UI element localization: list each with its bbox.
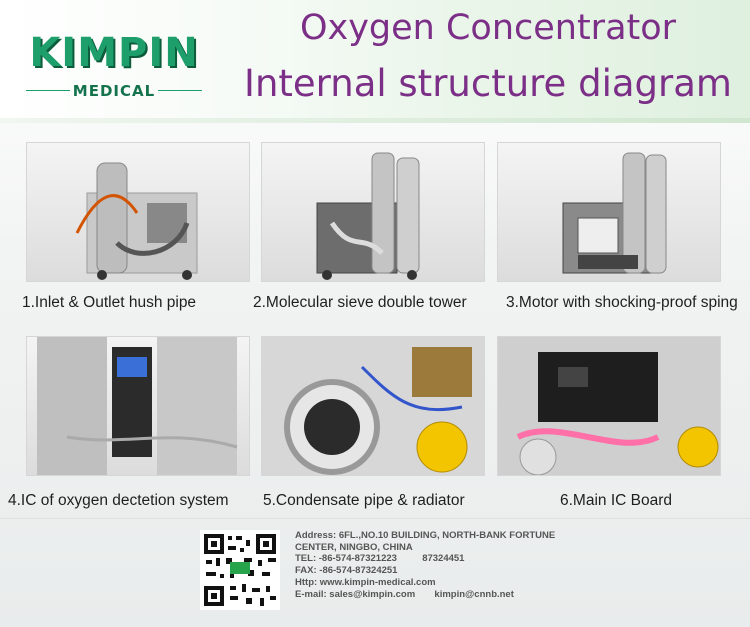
logo-main-text: KIMPIN [29, 30, 199, 76]
photo-motor [497, 142, 721, 282]
photo-molecular-sieve [261, 142, 485, 282]
address-line-1: Address: 6FL.,NO.10 BUILDING, NORTH-BANK… [295, 530, 556, 541]
email-link-1[interactable]: E-mail: sales@kimpin.com [295, 588, 416, 600]
title-line-1: Oxygen Concentrator [299, 8, 677, 48]
contact-info: Address: 6FL.,NO.10 BUILDING, NORTH-BANK… [295, 530, 555, 600]
photo-inlet-outlet-pipe [26, 142, 250, 282]
email-link-2[interactable]: kimpin@cnnb.net [434, 588, 514, 600]
logo-sub-text: MEDICAL [72, 82, 156, 100]
caption-2: 2.Molecular sieve double tower [253, 294, 467, 311]
title-line-2: Internal structure diagram [244, 62, 732, 105]
footer-divider [0, 518, 750, 519]
address-line-2: CENTER, NINGBO, CHINA [295, 541, 413, 553]
photo-main-ic-board [497, 336, 721, 476]
website-link[interactable]: Http: www.kimpin-medical.com [295, 576, 436, 588]
photo-oxygen-detection-ic [26, 336, 250, 476]
caption-6: 6.Main IC Board [560, 492, 672, 509]
qr-code[interactable] [200, 530, 280, 610]
header-band [0, 118, 750, 123]
caption-1: 1.Inlet & Outlet hush pipe [22, 294, 197, 311]
caption-3: 3.Motor with shocking-proof sping [506, 294, 738, 311]
tel-number: TEL: -86-574-87321223 [295, 553, 397, 565]
fax-number: FAX: -86-574-87324251 [295, 565, 398, 577]
logo-rule-right [158, 90, 202, 91]
logo-rule-left [26, 90, 70, 91]
photo-condensate-pipe [261, 336, 485, 476]
header-banner [0, 0, 750, 123]
caption-5: 5.Condensate pipe & radiator [263, 492, 465, 509]
tel-number-2: 87324451 [422, 553, 465, 565]
caption-4: 4.IC of oxygen dectetion system [8, 492, 229, 509]
tel-row: TEL: -86-574-87321223 87324451 [295, 553, 555, 565]
qr-code-graphic [200, 530, 280, 610]
email-row: E-mail: sales@kimpin.com kimpin@cnnb.net [295, 589, 555, 601]
kimpin-logo: KIMPIN MEDICAL [26, 30, 202, 104]
